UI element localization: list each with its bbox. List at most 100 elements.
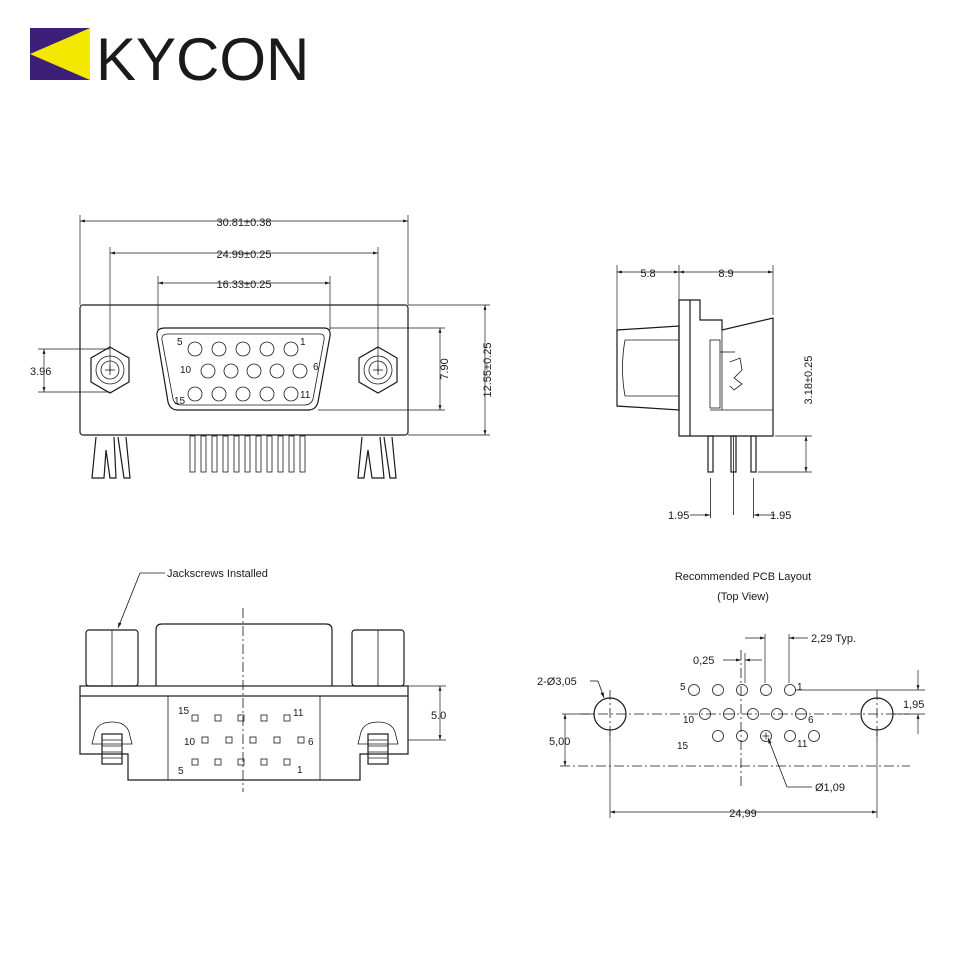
solder-tail xyxy=(222,435,229,473)
rear-pin-square xyxy=(225,736,233,744)
rear-pin-square xyxy=(191,714,199,722)
dim-side-left: 5.8 xyxy=(640,268,655,280)
kycon-logo: KYCON xyxy=(30,26,309,93)
front-pin-array xyxy=(187,341,308,402)
rear-pin-array xyxy=(191,714,305,766)
front-pin xyxy=(283,341,299,357)
rear-pin-square xyxy=(283,758,291,766)
callout-jackscrews: Jackscrews Installed xyxy=(167,568,268,580)
front-pin xyxy=(246,363,262,379)
solder-tail xyxy=(299,435,306,473)
dim-mount-holes: 2-Ø3,05 xyxy=(537,676,577,688)
pcb-hole xyxy=(784,730,796,742)
rear-pin-label-5: 5 xyxy=(178,766,184,777)
dim-pitch-left: 1.95 xyxy=(668,510,689,522)
rear-pin-square xyxy=(297,736,305,744)
dim-vertical-offset: 5,00 xyxy=(549,736,570,748)
pcb-hole xyxy=(747,708,759,720)
pcb-pin-label-10: 10 xyxy=(683,715,695,726)
pcb-hole xyxy=(723,708,735,720)
dim-pitch-right: 1.95 xyxy=(770,510,791,522)
pcb-pin-label-1: 1 xyxy=(797,682,803,693)
dim-typ-pitch: 2,29 Typ. xyxy=(811,633,856,645)
side-view: 5.8 8.9 1.95 1.95 3.18±0.25 xyxy=(616,265,815,522)
pcb-hole xyxy=(760,684,772,696)
dim-mount-spacing: 24,99 xyxy=(729,808,757,820)
logo-yellow-triangle xyxy=(30,28,90,80)
front-pin-label-6: 6 xyxy=(313,362,319,373)
pcb-hole xyxy=(736,684,748,696)
rear-pin-square xyxy=(260,758,268,766)
front-pin xyxy=(211,341,227,357)
dim-overall-width: 30.81±0.38 xyxy=(217,217,272,229)
rear-pin-square xyxy=(191,758,199,766)
dim-screw-offset: 3.96 xyxy=(30,366,51,378)
rear-view: Jackscrews Installed 15 xyxy=(79,568,446,792)
dim-overall-height: 12.55±0.25 xyxy=(482,343,494,398)
rear-pin-square xyxy=(214,758,222,766)
solder-tail xyxy=(277,435,284,473)
dim-side-right: 8.9 xyxy=(718,268,733,280)
pcb-hole xyxy=(736,730,748,742)
pcb-hole xyxy=(688,684,700,696)
solder-tail xyxy=(233,435,240,473)
front-pin-label-15: 15 xyxy=(174,396,186,407)
front-pin-label-10: 10 xyxy=(180,365,192,376)
solder-tail xyxy=(200,435,207,473)
solder-tail xyxy=(255,435,262,473)
rear-pin-square xyxy=(283,714,291,722)
solder-tail xyxy=(189,435,196,473)
dim-rear-height: 5.0 xyxy=(431,710,446,722)
pcb-hole xyxy=(795,708,807,720)
rear-pin-label-10: 10 xyxy=(184,737,196,748)
pcb-hole xyxy=(699,708,711,720)
rear-pin-label-6: 6 xyxy=(308,737,314,748)
pcb-hole xyxy=(808,730,820,742)
pcb-title: Recommended PCB Layout xyxy=(675,571,811,583)
pcb-hole xyxy=(784,684,796,696)
rear-pin-label-1: 1 xyxy=(297,765,303,776)
front-pin xyxy=(200,363,216,379)
pcb-hole xyxy=(712,684,724,696)
pcb-pin-label-5: 5 xyxy=(680,682,686,693)
rear-pin-square xyxy=(237,758,245,766)
pcb-layout: Recommended PCB Layout (Top View) 5 1 10… xyxy=(537,571,925,820)
dim-row-offset: 0,25 xyxy=(693,655,714,667)
rear-pin-square xyxy=(260,714,268,722)
front-pin xyxy=(187,386,203,402)
pcb-hole xyxy=(760,730,772,742)
front-pin-label-5: 5 xyxy=(177,337,183,348)
pcb-pin-label-11: 11 xyxy=(797,739,808,750)
pcb-subtitle: (Top View) xyxy=(717,591,769,603)
solder-tail xyxy=(288,435,295,473)
rear-pin-square xyxy=(201,736,209,744)
pcb-hole xyxy=(771,708,783,720)
front-pin xyxy=(259,341,275,357)
front-pin xyxy=(235,386,251,402)
solder-tail xyxy=(211,435,218,473)
dim-row-spacing: 1,95 xyxy=(903,699,924,711)
rear-pin-square xyxy=(214,714,222,722)
pcb-hole-array xyxy=(688,684,820,742)
dim-shell-width: 16.33±0.25 xyxy=(217,279,272,291)
rear-pin-square xyxy=(249,736,257,744)
front-pin xyxy=(223,363,239,379)
rear-pin-square xyxy=(273,736,281,744)
dim-pin-height: 3.18±0.25 xyxy=(803,356,815,405)
solder-tails xyxy=(189,435,306,473)
front-pin xyxy=(235,341,251,357)
rear-pin-label-11: 11 xyxy=(293,708,304,719)
solder-tail xyxy=(266,435,273,473)
front-pin-label-1: 1 xyxy=(300,337,306,348)
front-pin xyxy=(187,341,203,357)
pcb-pin-label-6: 6 xyxy=(808,715,814,726)
dim-pin-hole: Ø1,09 xyxy=(815,782,845,794)
dim-shell-height: 7.90 xyxy=(439,358,451,379)
logo-wordmark: KYCON xyxy=(96,26,309,93)
pcb-hole xyxy=(712,730,724,742)
front-pin xyxy=(292,363,308,379)
rear-pin-label-15: 15 xyxy=(178,706,190,717)
front-pin-label-11: 11 xyxy=(300,390,311,401)
